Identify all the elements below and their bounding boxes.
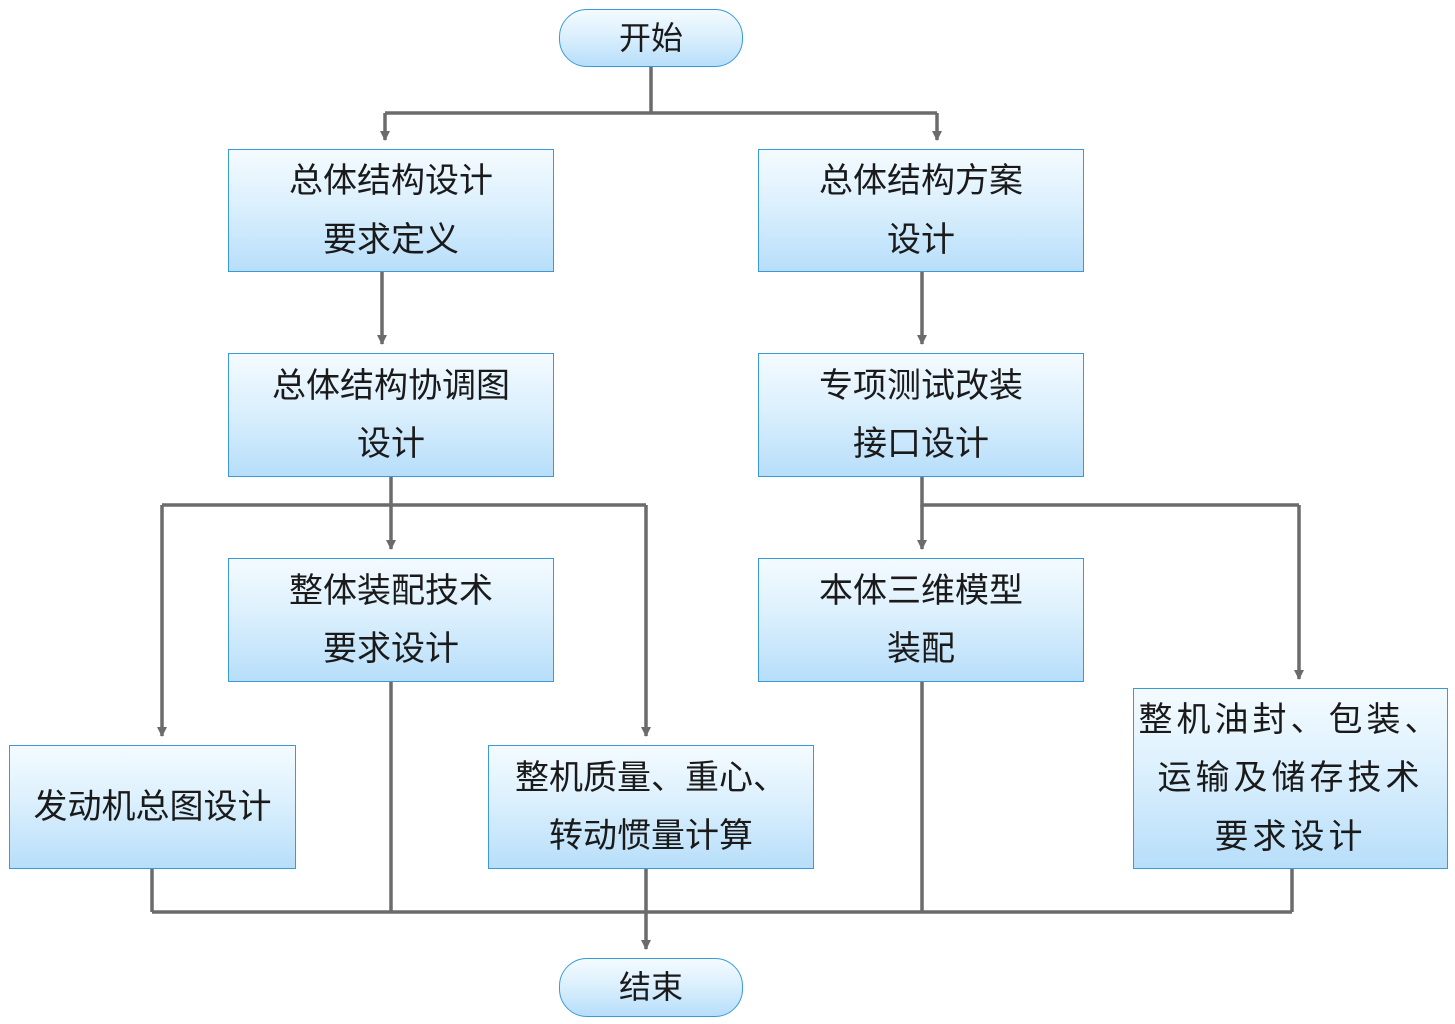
end-label: 结束 xyxy=(618,968,683,1007)
node-overall-structure-requirements: 总体结构设计 要求定义 xyxy=(228,149,554,272)
node-line: 本体三维模型 xyxy=(819,570,1023,611)
node-line: 专项测试改装 xyxy=(819,365,1023,406)
node-line: 要求设计 xyxy=(323,629,459,669)
node-engine-general-drawing: 发动机总图设计 xyxy=(9,745,296,869)
node-line: 总体结构协调图 xyxy=(272,365,510,406)
start-label: 开始 xyxy=(618,18,683,57)
connector-coord-split xyxy=(162,477,646,507)
end-terminal: 结束 xyxy=(559,958,743,1017)
node-line: 总体结构设计 xyxy=(289,161,493,202)
node-line: 运输及储存技术 xyxy=(1157,758,1424,799)
node-line: 转动惯量计算 xyxy=(549,816,753,856)
node-line: 整体装配技术 xyxy=(289,570,493,611)
node-test-interface: 专项测试改装 接口设计 xyxy=(758,353,1084,477)
node-overall-structure-scheme: 总体结构方案 设计 xyxy=(758,149,1084,272)
connector-start-split xyxy=(385,67,937,115)
node-mass-inertia-calc: 整机质量、重心、 转动惯量计算 xyxy=(488,745,814,869)
node-line: 总体结构方案 xyxy=(819,161,1023,202)
node-line: 整机质量、重心、 xyxy=(515,757,787,798)
node-line: 设计 xyxy=(887,219,955,260)
connector-test-split xyxy=(920,477,1299,507)
node-assembly-requirements: 整体装配技术 要求设计 xyxy=(228,558,554,682)
node-line: 发动机总图设计 xyxy=(33,786,272,827)
node-3d-model-assembly: 本体三维模型 装配 xyxy=(758,558,1084,682)
node-line: 装配 xyxy=(887,629,955,669)
start-terminal: 开始 xyxy=(559,9,743,67)
node-line: 要求定义 xyxy=(323,219,459,260)
node-coordination-drawing: 总体结构协调图 设计 xyxy=(228,353,554,477)
node-line: 整机油封、包装、 xyxy=(1138,699,1443,740)
node-line: 要求设计 xyxy=(1214,816,1367,857)
node-seal-package-transport: 整机油封、包装、 运输及储存技术 要求设计 xyxy=(1133,688,1448,869)
node-line: 接口设计 xyxy=(853,424,989,464)
node-line: 设计 xyxy=(357,424,425,464)
